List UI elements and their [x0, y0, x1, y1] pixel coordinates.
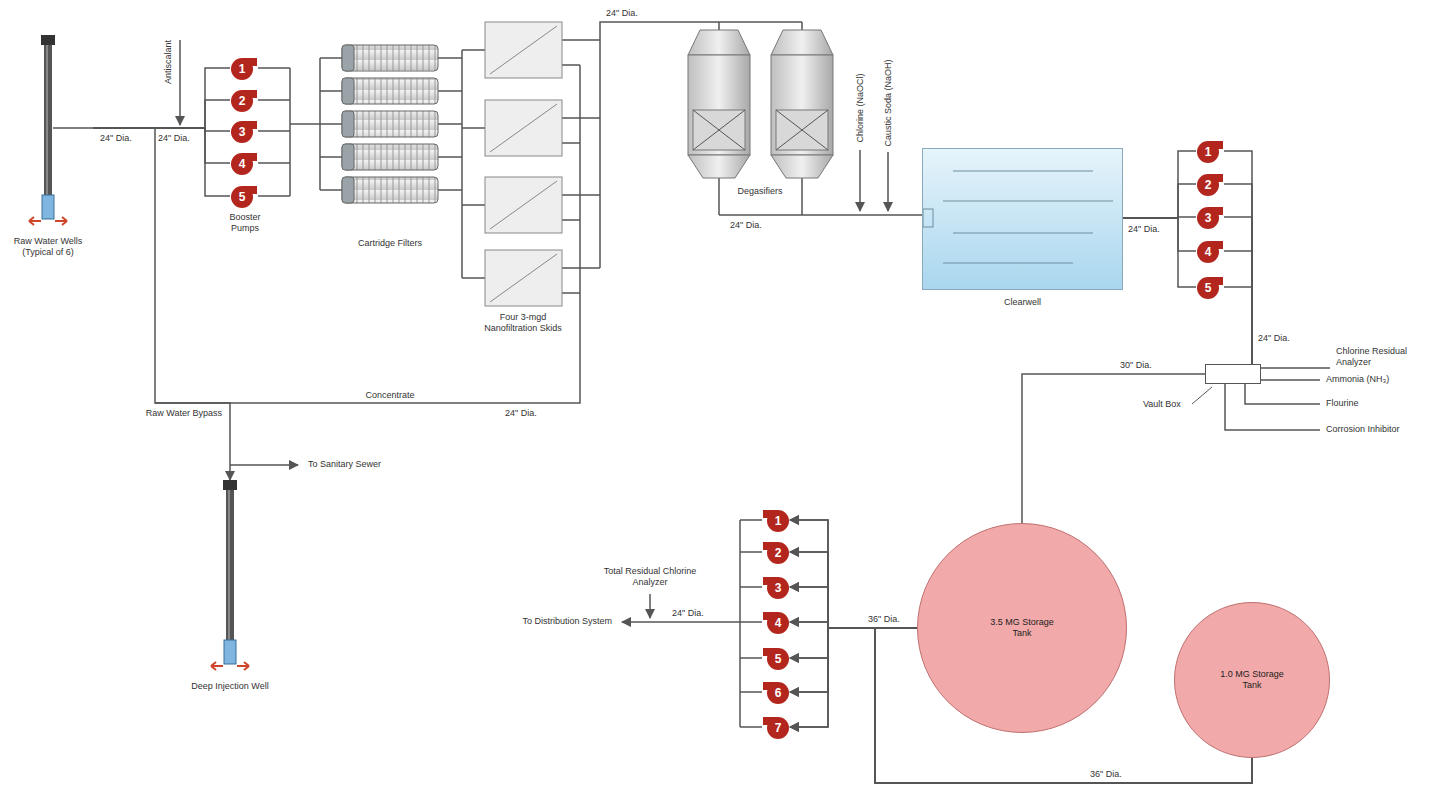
pump: 4 — [230, 151, 258, 175]
pump: 4 — [1196, 239, 1224, 263]
pump-number: 1 — [231, 58, 253, 80]
pipe-connector — [790, 552, 917, 628]
well: Raw Water Wells (Typical of 6) — [3, 35, 93, 258]
pipe-label: 24" Dia. — [606, 8, 638, 19]
pipe-label: Ammonia (NH₃) — [1326, 374, 1389, 385]
pipe-connector — [93, 128, 230, 163]
pump-number: 6 — [767, 682, 789, 704]
pipe-label: 24" Dia. — [505, 408, 537, 419]
pump-number: 3 — [231, 121, 253, 143]
pipe-connector — [93, 128, 230, 480]
pump: 1 — [1196, 139, 1224, 163]
tank-label: 1.0 MG Storage Tank — [1217, 669, 1287, 691]
pump: 3 — [1196, 205, 1224, 229]
pipe-label: Concentrate — [365, 390, 414, 401]
pump-number: 1 — [1197, 141, 1219, 163]
pump-number: 2 — [231, 90, 253, 112]
pump-number: 5 — [231, 186, 253, 208]
pump: 1 — [230, 56, 258, 80]
pipe-connector — [790, 628, 917, 692]
pipe-label: Four 3-mgd Nanofiltration Skids — [481, 312, 565, 334]
pipe-label: Caustic Soda (NaOH) — [883, 59, 894, 146]
pump: 3 — [762, 575, 790, 599]
well-label: Raw Water Wells (Typical of 6) — [3, 236, 93, 258]
pump: 5 — [230, 184, 258, 208]
pipe-connector — [790, 628, 917, 658]
pipe-label: Flourine — [1326, 398, 1359, 409]
pipe-connector — [1123, 218, 1196, 287]
pump-number: 4 — [767, 612, 789, 634]
pipe-connector — [93, 68, 230, 128]
pump: 6 — [762, 680, 790, 704]
pump: 1 — [762, 508, 790, 532]
pump-number: 5 — [1197, 277, 1219, 299]
pipe-connector — [1123, 151, 1196, 218]
pump: 5 — [762, 646, 790, 670]
pump-number: 4 — [1197, 241, 1219, 263]
pump-number: 5 — [767, 648, 789, 670]
tank-label: 3.5 MG Storage Tank — [987, 617, 1057, 639]
pipe-label: 24" Dia. — [100, 133, 132, 144]
pump: 2 — [230, 88, 258, 112]
well: Deep Injection Well — [185, 480, 275, 692]
pump: 5 — [1196, 275, 1224, 299]
pipe-label: Booster Pumps — [218, 212, 272, 234]
pipe-connector — [790, 520, 917, 628]
pipe-connector — [790, 628, 917, 727]
pump: 3 — [230, 119, 258, 143]
storage-tank: 1.0 MG Storage Tank — [1174, 602, 1330, 758]
pump-number: 2 — [767, 542, 789, 564]
pipe-label: Degasifiers — [737, 186, 782, 197]
pipe-label: 24" Dia. — [730, 220, 762, 231]
pipe-connector — [1022, 374, 1205, 523]
pipe-label: Chlorine (NaOCl) — [855, 73, 866, 142]
pipe-label: 30" Dia. — [1120, 360, 1152, 371]
well-icon — [185, 480, 275, 675]
well-icon — [3, 35, 93, 230]
pipe-connector — [1224, 251, 1252, 364]
pipe-label: 24" Dia. — [158, 133, 190, 144]
pump: 4 — [762, 610, 790, 634]
pump-number: 3 — [1197, 207, 1219, 229]
pipe-label: To Distribution System — [522, 616, 612, 627]
pipe-label: 36" Dia. — [868, 614, 900, 625]
clearwell-tank: Clearwell — [922, 148, 1123, 290]
pipe-connector — [1224, 287, 1252, 364]
pipe-label: Raw Water Bypass — [146, 408, 222, 419]
pipe-label: 24" Dia. — [1258, 333, 1290, 344]
pipe-connector — [93, 100, 230, 128]
pipe-connector — [1224, 184, 1252, 364]
pipe-label: To Sanitary Sewer — [308, 459, 381, 470]
pipe-label: 36" Dia. — [1090, 769, 1122, 780]
vault-box: Vault Box — [1205, 364, 1261, 384]
pump: 2 — [1196, 172, 1224, 196]
clearwell-label: Clearwell — [923, 297, 1122, 308]
pump-number: 7 — [767, 717, 789, 739]
pump-number: 2 — [1197, 174, 1219, 196]
pipe-connector — [1123, 184, 1196, 218]
pipe-label: Corrosion Inhibitor — [1326, 424, 1400, 435]
pipe-connector — [1123, 218, 1196, 251]
baffle-walls — [923, 149, 1122, 289]
pump: 7 — [762, 715, 790, 739]
pipe-connector — [1224, 217, 1252, 364]
pipe-connector — [1224, 151, 1252, 364]
pipe-label: Chlorine Residual Analyzer — [1336, 346, 1424, 368]
pipe-label: Cartridge Filters — [358, 238, 422, 249]
pipe-label: 24" Dia. — [1128, 224, 1160, 235]
pump-number: 3 — [767, 577, 789, 599]
pipe-label: Total Residual Chlorine Analyzer — [602, 566, 698, 588]
pump-number: 1 — [767, 510, 789, 532]
pipe-label: Antiscalant — [163, 40, 174, 84]
pump: 2 — [762, 540, 790, 564]
pipe-label: 24" Dia. — [672, 608, 704, 619]
vault-label: Vault Box — [1143, 399, 1181, 410]
well-label: Deep Injection Well — [185, 681, 275, 692]
storage-tank: 3.5 MG Storage Tank — [917, 523, 1127, 733]
pipe-connector — [93, 128, 230, 196]
pump-number: 4 — [231, 153, 253, 175]
